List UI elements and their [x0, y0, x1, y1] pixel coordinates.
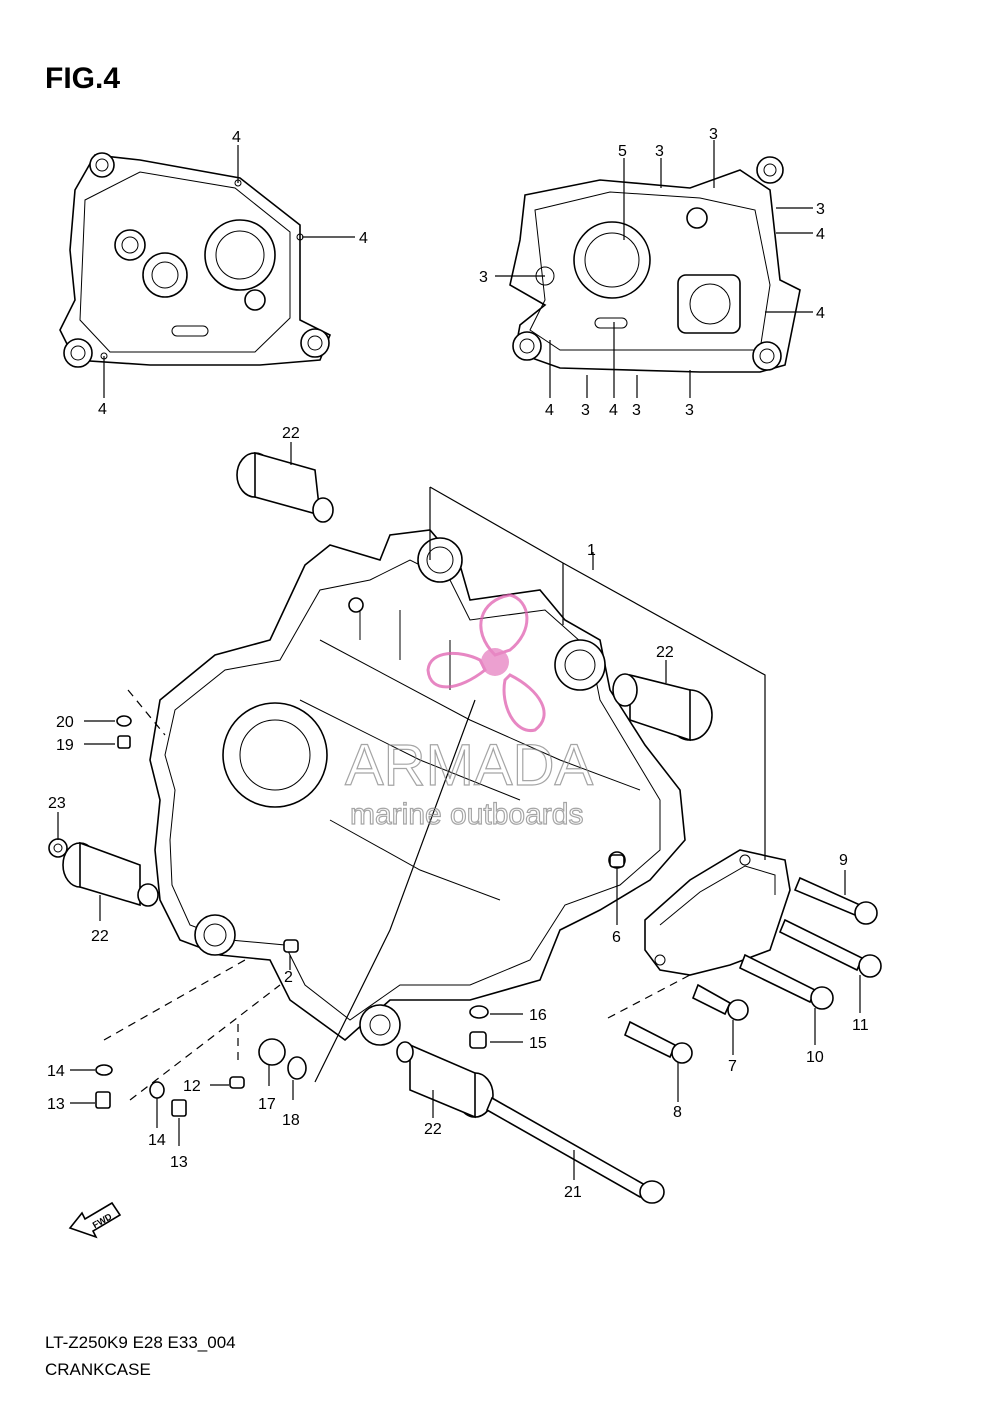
bolt-19: [117, 735, 131, 749]
callout-14: 14: [148, 1132, 166, 1149]
dowel-pin-6: [609, 854, 625, 868]
callout-16: 16: [529, 1007, 547, 1024]
callout-4: 4: [816, 305, 825, 322]
callout-4: 4: [232, 129, 241, 146]
callout-2: 2: [284, 969, 293, 986]
callout-3: 3: [709, 126, 718, 143]
bolt-13-right: [171, 1099, 187, 1117]
callout-12: 12: [183, 1078, 201, 1095]
callout-5: 5: [618, 143, 627, 160]
callout-3: 3: [816, 201, 825, 218]
callout-4: 4: [609, 402, 618, 419]
callout-18: 18: [282, 1112, 300, 1129]
seal-23: [48, 838, 68, 858]
callout-7: 7: [728, 1058, 737, 1075]
callout-8: 8: [673, 1104, 682, 1121]
bolt-10: [738, 953, 834, 1010]
callout-22: 22: [91, 928, 109, 945]
callout-22: 22: [656, 644, 674, 661]
callout-13: 13: [170, 1154, 188, 1171]
callout-3: 3: [655, 143, 664, 160]
side-cover: [644, 849, 791, 976]
callout-23: 23: [48, 795, 66, 812]
callout-15: 15: [529, 1035, 547, 1052]
bearing-22-left: [62, 841, 159, 907]
callout-4: 4: [98, 401, 107, 418]
callout-21: 21: [564, 1184, 582, 1201]
watermark-tagline: marine outboards: [350, 798, 583, 831]
callout-4: 4: [359, 230, 368, 247]
crankcase-main-assembly: [149, 529, 686, 1046]
callout-3: 3: [685, 402, 694, 419]
watermark-brand: ARMADA: [345, 733, 593, 798]
callout-1: 1: [587, 542, 596, 559]
pin-12: [229, 1076, 245, 1089]
bearing-22-top: [236, 451, 334, 523]
washer-20: [116, 715, 132, 727]
callout-labels: 4 4 4 5 3 3 3 4 4 3 4 3 4 3 3 22 1 22 20…: [47, 126, 869, 1201]
leader-lines: [57, 140, 861, 1180]
o-ring-18: [287, 1056, 307, 1080]
callout-22: 22: [282, 425, 300, 442]
crankcase-left-half-view: [59, 152, 332, 368]
callout-20: 20: [56, 714, 74, 731]
bearing-22-right: [612, 673, 713, 742]
figure-caption: CRANKCASE: [45, 1360, 151, 1379]
bolt-13-left: [95, 1091, 111, 1109]
washer-14-left: [95, 1064, 113, 1076]
bolt-21: [485, 1096, 665, 1204]
callout-6: 6: [612, 929, 621, 946]
callout-11: 11: [852, 1017, 869, 1034]
callout-19: 19: [56, 737, 74, 754]
callout-17: 17: [258, 1096, 276, 1113]
callout-13: 13: [47, 1096, 65, 1113]
cap-17: [258, 1038, 286, 1066]
crankcase-right-half-view: [509, 156, 801, 373]
callout-9: 9: [839, 852, 848, 869]
bearing-22-bottom: [396, 1041, 494, 1119]
callout-3: 3: [479, 269, 488, 286]
callout-14: 14: [47, 1063, 65, 1080]
model-code: LT-Z250K9 E28 E33_004: [45, 1333, 236, 1352]
armada-watermark: ARMADA marine outboards: [344, 593, 594, 832]
bolt-9: [793, 876, 878, 925]
bolt-8: [623, 1020, 693, 1064]
plug-15: [469, 1031, 487, 1049]
callout-4: 4: [545, 402, 554, 419]
dowel-pin-2: [283, 939, 299, 953]
callout-3: 3: [581, 402, 590, 419]
fwd-arrow-icon: FWD: [68, 1201, 122, 1239]
callout-4: 4: [816, 226, 825, 243]
callout-10: 10: [806, 1049, 824, 1066]
figure-title: FIG.4: [45, 62, 121, 95]
callout-22: 22: [424, 1121, 442, 1138]
bolt-7: [691, 983, 749, 1021]
callout-3: 3: [632, 402, 641, 419]
propeller-logo-icon: [426, 593, 546, 732]
washer-16: [469, 1005, 489, 1019]
washer-14-right: [149, 1081, 165, 1099]
bolt-11: [778, 918, 882, 978]
